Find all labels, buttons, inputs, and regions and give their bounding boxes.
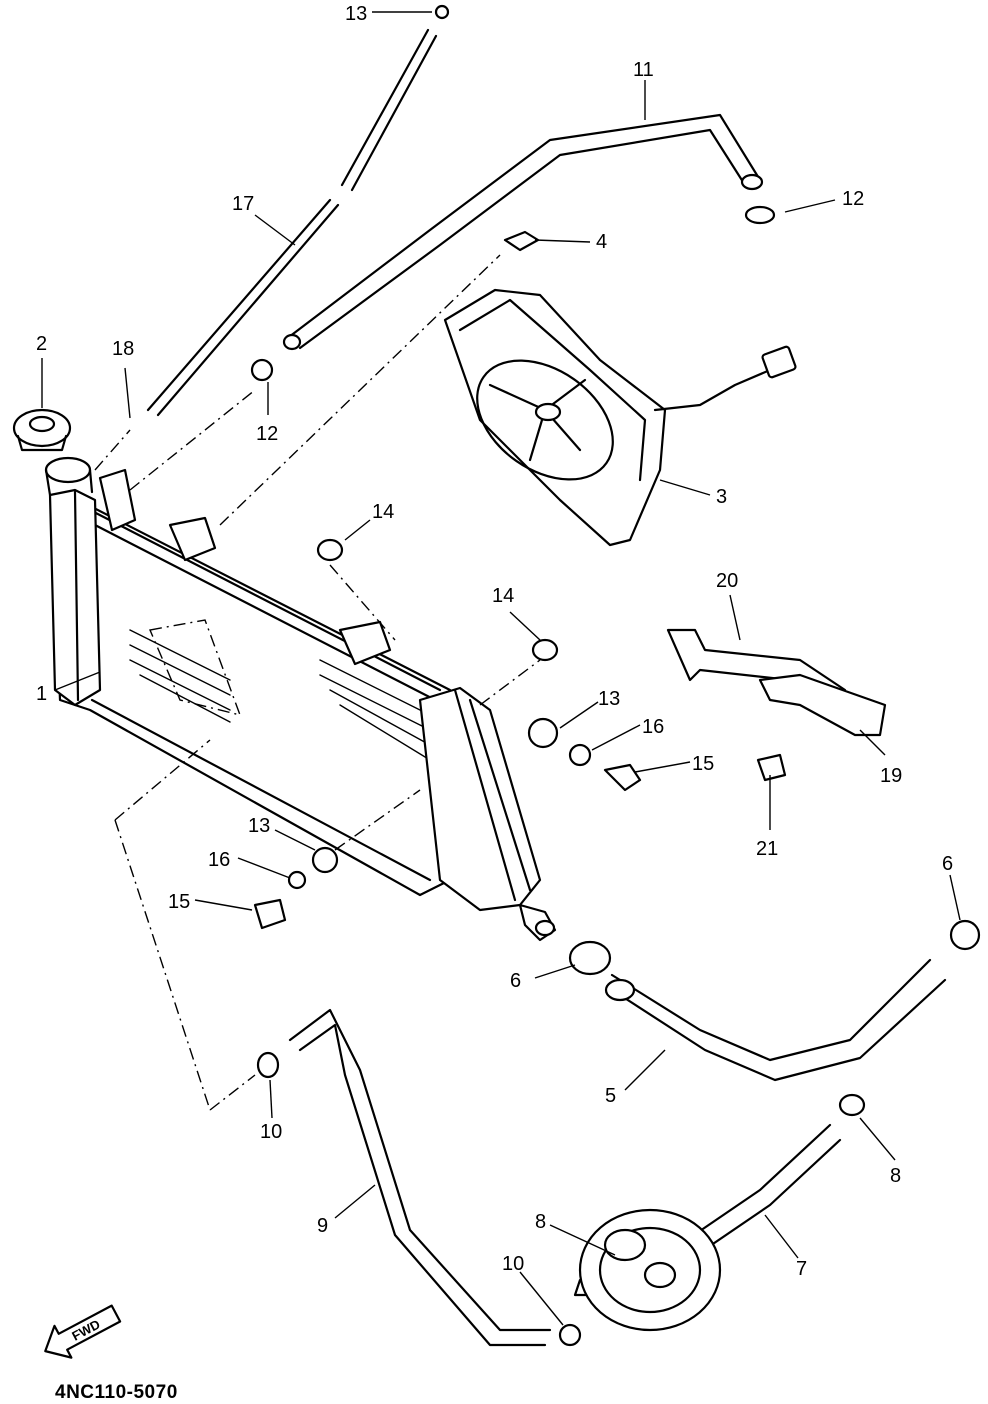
callout-19: 19 xyxy=(880,765,902,787)
callout-14-upper: 14 xyxy=(372,501,394,523)
callout-3: 3 xyxy=(716,486,727,508)
callout-13-left: 13 xyxy=(248,815,270,837)
callout-8-left: 8 xyxy=(535,1211,546,1233)
callout-10-bottom: 10 xyxy=(502,1253,524,1275)
brackets xyxy=(666,628,887,737)
callout-10-left: 10 xyxy=(260,1121,282,1143)
diagram-code: 4NC110-5070 xyxy=(55,1382,178,1403)
callout-9: 9 xyxy=(317,1215,328,1237)
radiator xyxy=(44,456,557,942)
callout-18-top: 13 xyxy=(345,3,367,25)
callout-18-left: 18 xyxy=(112,338,134,360)
radiator-cap xyxy=(12,408,72,452)
callout-17: 17 xyxy=(232,193,254,215)
callout-12-right: 12 xyxy=(842,188,864,210)
callouts: 13 11 12 4 17 2 18 12 3 14 20 14 1 13 16… xyxy=(36,3,953,1280)
upper-hose xyxy=(283,113,762,342)
return-hose xyxy=(288,1008,552,1332)
lower-hose xyxy=(610,958,932,1062)
breather-hose xyxy=(146,198,332,412)
fwd-arrow-icon: FWD xyxy=(44,1304,122,1359)
callout-6-left: 6 xyxy=(510,970,521,992)
callout-5: 5 xyxy=(605,1085,616,1107)
callout-11: 11 xyxy=(633,59,654,81)
callout-20: 20 xyxy=(716,570,738,592)
callout-16-left: 16 xyxy=(208,849,230,871)
callout-15-right: 15 xyxy=(692,753,714,775)
callout-1: 1 xyxy=(36,683,47,705)
clamps-and-fittings xyxy=(250,4,981,1347)
callout-14-lower: 14 xyxy=(492,585,514,607)
callout-7: 7 xyxy=(796,1258,807,1280)
callout-21: 21 xyxy=(756,838,778,860)
water-pump xyxy=(578,1208,722,1332)
leader-lines xyxy=(41,11,961,1326)
callout-13-right: 13 xyxy=(598,688,620,710)
callout-16-right: 16 xyxy=(642,716,664,738)
callout-6-right: 6 xyxy=(942,853,953,875)
callout-8-right: 8 xyxy=(890,1165,901,1187)
callout-15-left: 15 xyxy=(168,891,190,913)
callout-12-left: 12 xyxy=(256,423,278,445)
callout-4: 4 xyxy=(596,231,607,253)
callout-2: 2 xyxy=(36,333,47,355)
fan-assembly xyxy=(443,288,797,547)
